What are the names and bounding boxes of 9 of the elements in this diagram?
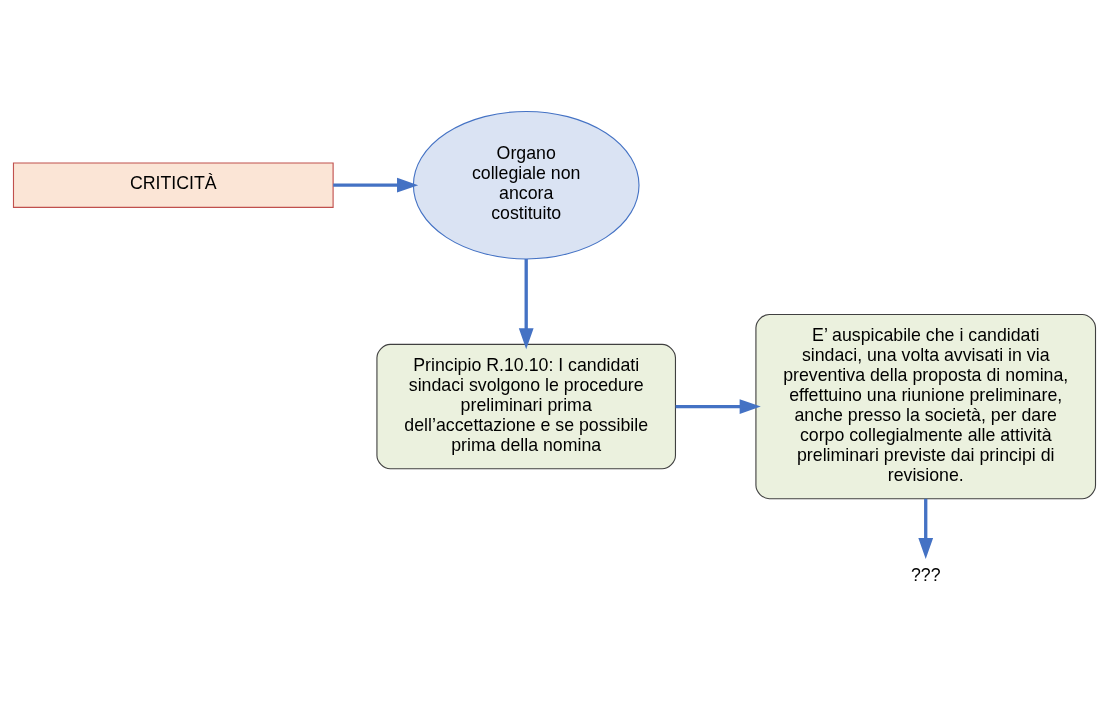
arrow [918,498,934,559]
node-box: E’ auspicabile che i candidati sindaci, una volta avvisati in via preventiva della proposta di nomina, effettuino una riunione preliminare, anche presso la società, per dare corpo collegialmente alle attività preliminari previste dai principi di revisione. [755,313,1097,499]
node-box: Principio R.10.10: I candidati sindaci svolgono le procedure preliminari prima dell’accettazione e se possibile prima della nomina [376,343,676,469]
arrow [675,398,761,414]
node-ellipse: Organo collegiale non ancora costituito [412,110,640,259]
arrow [518,258,534,349]
arrow [333,177,419,193]
node-text: ??? [910,564,941,585]
node-box: CRITICITÀ [12,161,334,208]
